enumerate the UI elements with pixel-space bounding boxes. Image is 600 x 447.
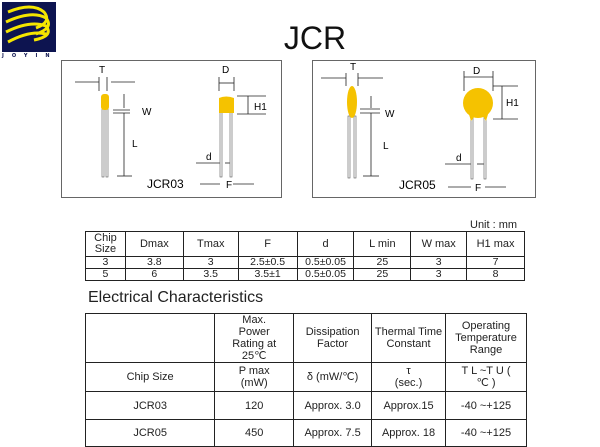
label-l: L: [132, 139, 138, 150]
cell: 7: [466, 256, 525, 269]
logo-text: JOYIN: [2, 53, 58, 59]
model-label: JCR03: [147, 177, 184, 191]
cell: 3.8: [124, 256, 184, 269]
header-cell: L min: [353, 231, 412, 257]
table-row: JCR03 120 Approx. 3.0 Approx.15 -40 ~+12…: [84, 391, 527, 420]
header-cell: W max: [410, 231, 468, 257]
cell: 25: [353, 268, 412, 281]
cell: 120: [214, 391, 295, 420]
header-cell: F: [237, 231, 298, 257]
table-header-row: Max. Power Rating at 25℃ Dissipation Fac…: [84, 313, 527, 363]
header-cell: Operating Temperature Range: [445, 313, 527, 363]
label-d: d: [206, 152, 212, 163]
cell: 3.5: [182, 268, 239, 281]
dimensions-table: Chip Size Dmax Tmax F d L min W max H1 m…: [85, 231, 525, 281]
label-h1: H1: [254, 102, 267, 113]
unit-label: Unit : mm: [470, 219, 518, 231]
cell: 6: [124, 268, 184, 281]
jcr05-diagram: T W L D H1 d F JCR05: [312, 60, 536, 198]
label-f: F: [226, 180, 232, 191]
header-cell: Dissipation Factor: [293, 313, 373, 363]
section-title: Electrical Characteristics: [88, 289, 264, 306]
label-t: T: [350, 62, 356, 73]
jcr03-diagram: T W L D H1 d F JCR03: [61, 60, 282, 198]
joyin-logo: [2, 2, 56, 52]
electrical-table: Max. Power Rating at 25℃ Dissipation Fac…: [84, 313, 527, 447]
header-cell: d: [296, 231, 355, 257]
header-cell: H1 max: [466, 231, 525, 257]
label-w: W: [142, 107, 152, 118]
cell: 5: [85, 268, 126, 281]
table-subheader-row: Chip Size P max (mW) δ (mW/℃) τ (sec.) T…: [84, 362, 527, 392]
label-l: L: [383, 141, 389, 152]
header-cell: Thermal Time Constant: [371, 313, 447, 363]
header-cell: Chip Size: [85, 231, 126, 257]
header-cell: Tmax: [182, 231, 239, 257]
cell: 450: [214, 419, 295, 447]
label-w: W: [385, 109, 395, 120]
header-cell: Chip Size: [84, 362, 216, 392]
table-row: JCR05 450 Approx. 7.5 Approx. 18 -40 ~+1…: [84, 419, 527, 447]
cell: 3.5±1: [237, 268, 298, 281]
table-row: 5 6 3.5 3.5±1 0.5±0.05 25 3 8: [85, 268, 525, 281]
cell: Approx. 18: [371, 419, 447, 447]
table-row: 3 3.8 3 2.5±0.5 0.5±0.05 25 3 7: [85, 256, 525, 269]
header-cell: [84, 313, 216, 363]
label-h1: H1: [506, 98, 519, 109]
cell: 3: [410, 256, 468, 269]
cell: 25: [353, 256, 412, 269]
cell: 8: [466, 268, 525, 281]
cell: Approx.15: [371, 391, 447, 420]
header-cell: Max. Power Rating at 25℃: [214, 313, 295, 363]
header-cell: τ (sec.): [371, 362, 447, 392]
cell: JCR03: [84, 391, 216, 420]
cell: Approx. 3.0: [293, 391, 373, 420]
page-title: JCR: [283, 20, 347, 56]
header-cell: Dmax: [124, 231, 184, 257]
cell: 3: [85, 256, 126, 269]
cell: JCR05: [84, 419, 216, 447]
label-d: d: [456, 153, 462, 164]
label-f: F: [475, 183, 481, 194]
header-cell: P max (mW): [214, 362, 295, 392]
cell: 0.5±0.05: [296, 256, 355, 269]
header-cell: T L ~T U ( ℃ ): [445, 362, 527, 392]
table-header-row: Chip Size Dmax Tmax F d L min W max H1 m…: [85, 231, 525, 257]
header-cell: δ (mW/℃): [293, 362, 373, 392]
cell: 2.5±0.5: [237, 256, 298, 269]
cell: Approx. 7.5: [293, 419, 373, 447]
label-D: D: [473, 66, 480, 77]
cell: -40 ~+125: [445, 419, 527, 447]
cell: 3: [410, 268, 468, 281]
label-t: T: [99, 65, 105, 76]
model-label: JCR05: [399, 178, 436, 192]
label-D: D: [222, 65, 229, 76]
cell: 3: [182, 256, 239, 269]
cell: 0.5±0.05: [296, 268, 355, 281]
cell: -40 ~+125: [445, 391, 527, 420]
